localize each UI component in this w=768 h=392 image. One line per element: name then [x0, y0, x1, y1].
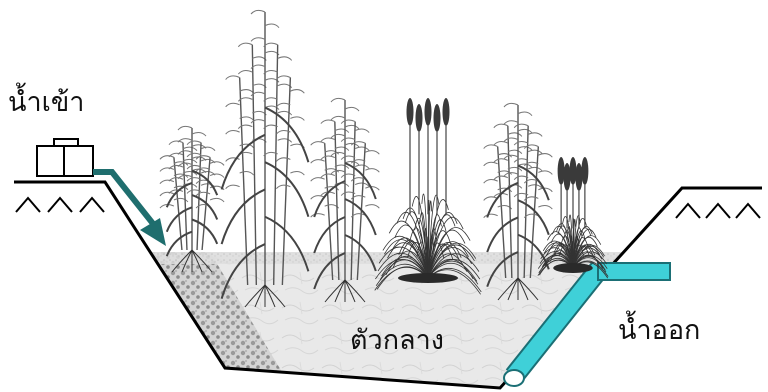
- cattail-plant: [538, 157, 608, 278]
- inlet-label: น้ำเข้า: [8, 80, 84, 123]
- outlet-label: น้ำออก: [618, 308, 700, 351]
- medium-label: ตัวกลาง: [350, 318, 444, 361]
- reed-plant: [160, 126, 224, 272]
- inlet-tank: [37, 139, 93, 176]
